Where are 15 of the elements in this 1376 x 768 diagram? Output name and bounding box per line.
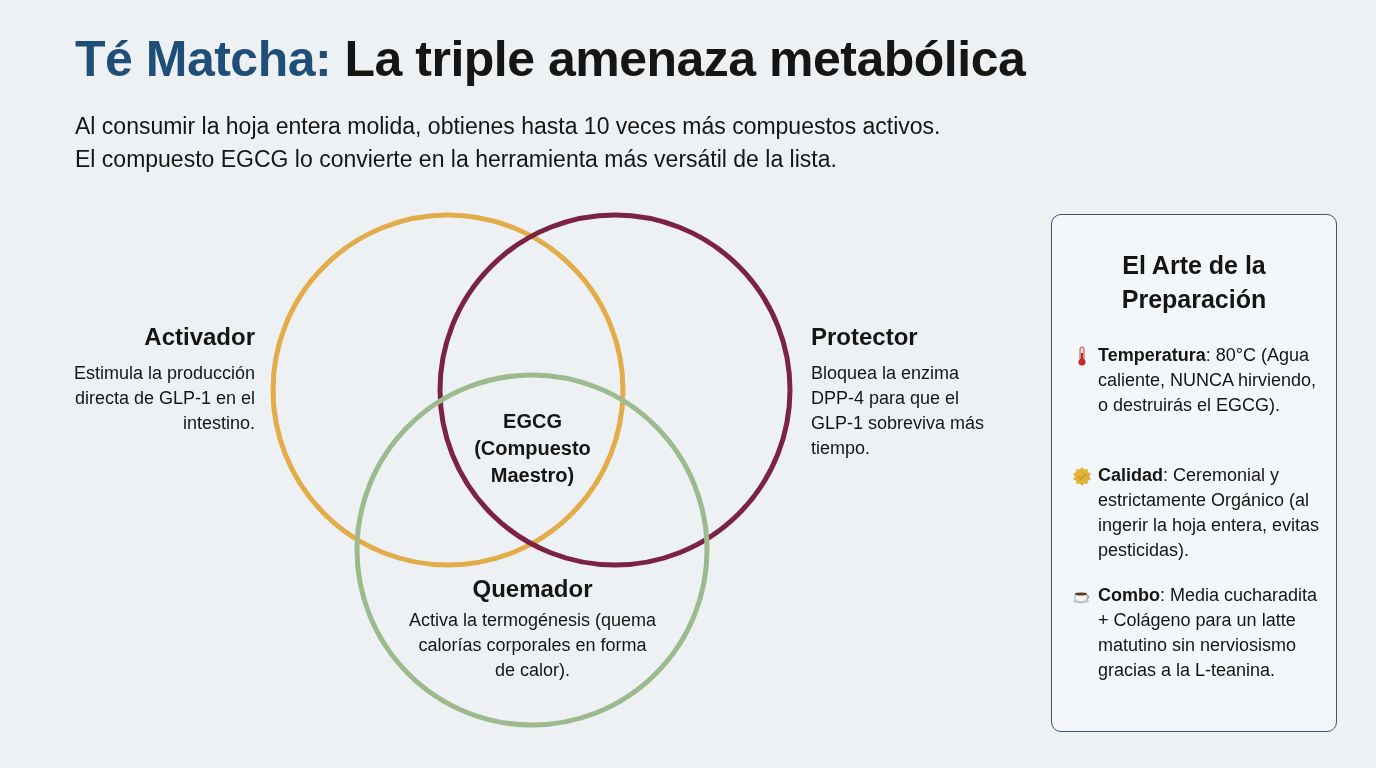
panel-heading: El Arte de la Preparación	[1120, 250, 1268, 315]
circle-heading: Protector	[811, 323, 918, 351]
title: Té Matcha: La triple amenaza metabólica	[75, 30, 1026, 88]
circle-heading: Quemador	[472, 575, 593, 603]
subtitle: El compuesto EGCG lo convierte en la herramienta más versátil de la lista.	[75, 146, 837, 173]
overlap-label: EGCG (Compuesto Maestro)	[473, 409, 592, 488]
circle-description: Activa la termogénesis (quema calorías corporales en forma de calor).	[407, 609, 658, 682]
subtitle: Al consumir la hoja entera molida, obtienes hasta 10 veces más compuestos activos.	[75, 113, 941, 140]
preparation-tip: Combo: Media cucharadita + Colágeno para un latte matutino sin nerviosismo gracias a la L-teanina.	[1098, 584, 1319, 682]
info-panel	[1051, 214, 1337, 732]
circle-description: Estimula la producción directa de GLP-1 en el intestino.	[72, 362, 255, 435]
preparation-tip: Temperatura: 80°C (Agua caliente, NUNCA hirviendo, o destruirás el EGCG).	[1098, 344, 1318, 417]
circle-description: Bloquea la enzima DPP-4 para que el GLP-1 sobreviva más tiempo.	[811, 362, 986, 460]
circle-heading: Activador	[144, 323, 255, 351]
preparation-tip: Calidad: Ceremonial y estrictamente Orgánico (al ingerir la hoja entera, evitas pesticidas).	[1098, 464, 1321, 562]
